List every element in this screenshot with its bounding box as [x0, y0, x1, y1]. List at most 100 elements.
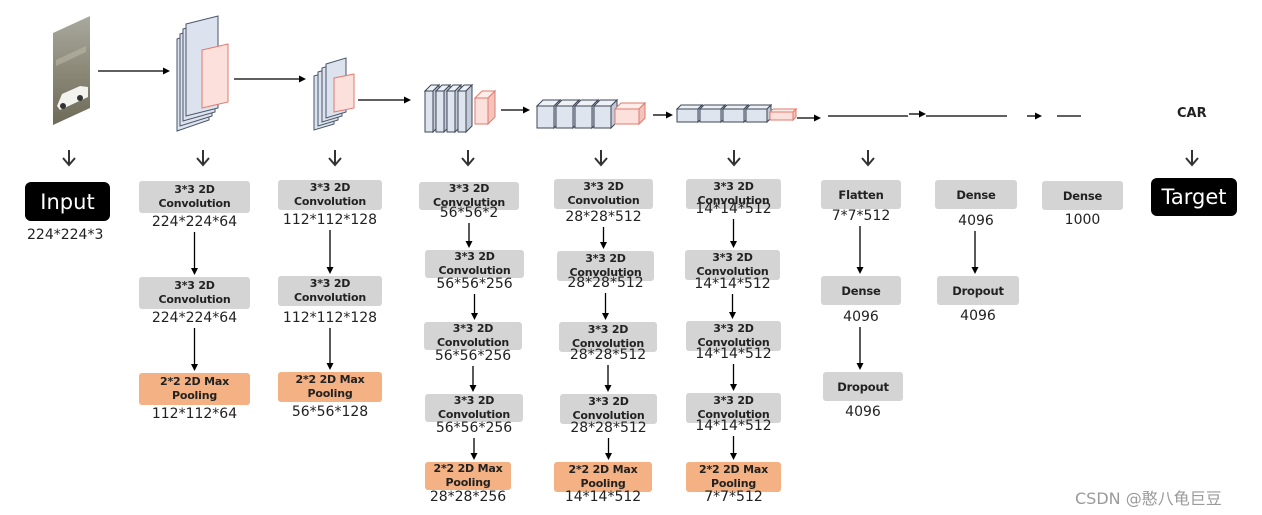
- pooled-feature-slab: [333, 73, 355, 113]
- feature-map-cube: [592, 98, 619, 130]
- down-arrow: [326, 230, 334, 274]
- output-shape: 112*112*64: [151, 406, 238, 422]
- input-dims: 224*224*3: [27, 227, 104, 243]
- pooled-feature-cube: [768, 107, 798, 122]
- convolution-layer: 3*3 2D Convolution: [278, 276, 382, 306]
- down-chevron-icon: [594, 150, 608, 167]
- feature-map-cube: [456, 83, 474, 134]
- convolution-layer: 3*3 2D Convolution: [278, 180, 382, 210]
- output-class-label: CAR: [1177, 106, 1207, 121]
- pooled-feature-cube: [613, 101, 647, 126]
- feature-map-stack: [176, 15, 1081, 134]
- dense-layer: Dense: [821, 276, 901, 305]
- output-shape: 112*112*128: [282, 212, 378, 228]
- output-shape: 56*56*2: [439, 205, 499, 221]
- output-shape: 28*28*256: [429, 489, 507, 505]
- flow-arrows: [62, 67, 1199, 460]
- output-shape: 112*112*128: [282, 310, 378, 326]
- down-chevron-icon: [62, 150, 76, 167]
- down-chevron-icon: [328, 150, 342, 167]
- down-arrow: [730, 436, 737, 460]
- max-pooling-layer: 2*2 2D Max Pooling: [278, 372, 382, 402]
- output-shape: 28*28*512: [569, 347, 647, 363]
- down-arrow: [600, 227, 607, 249]
- flow-arrow: [501, 106, 530, 114]
- convolution-layer: 3*3 2D Convolution: [686, 179, 781, 209]
- input-label: Input: [25, 182, 110, 221]
- convolution-layer: 3*3 2D Convolution: [686, 321, 781, 351]
- convolution-layer: 3*3 2D Convolution: [139, 277, 250, 309]
- flow-arrow: [653, 111, 673, 119]
- convolution-layer: 3*3 2D Convolution: [425, 394, 523, 422]
- dense-layer: Dense: [935, 180, 1017, 209]
- flow-arrow: [358, 96, 411, 104]
- output-shape: 7*7*512: [704, 489, 763, 505]
- convolution-layer: 3*3 2D Convolution: [560, 394, 657, 424]
- feature-map-cube: [698, 103, 727, 124]
- flow-arrow: [1027, 112, 1042, 120]
- dropout-layer: Dropout: [823, 372, 903, 401]
- output-shape: 224*224*64: [151, 310, 238, 326]
- down-chevron-icon: [861, 150, 875, 167]
- output-shape: 28*28*512: [570, 420, 647, 436]
- down-arrow: [191, 232, 198, 275]
- feature-map-cube: [721, 103, 750, 124]
- flow-arrow: [98, 67, 170, 75]
- output-shape: 7*7*512: [831, 208, 891, 224]
- down-chevron-icon: [196, 150, 210, 167]
- output-shape: 4096: [843, 309, 879, 325]
- output-shape: 224*224*64: [151, 214, 238, 230]
- dense-layer: Dense: [1042, 181, 1123, 210]
- down-arrow: [602, 293, 609, 320]
- watermark: CSDN @憨八龟巨豆: [1075, 489, 1222, 508]
- down-arrow: [729, 294, 736, 319]
- convolution-layer: 3*3 2D Convolution: [686, 393, 781, 423]
- down-chevron-icon: [461, 150, 475, 167]
- output-shape: 14*14*512: [564, 489, 642, 505]
- output-shape: 56*56*256: [436, 276, 513, 292]
- down-arrow: [856, 226, 864, 274]
- down-arrow: [730, 364, 737, 391]
- input-image: [53, 16, 90, 125]
- output-shape: 14*14*512: [695, 346, 772, 362]
- down-arrow: [470, 438, 478, 460]
- convolution-layer: 3*3 2D Convolution: [424, 322, 522, 350]
- flow-arrow: [909, 110, 926, 118]
- down-arrow: [471, 294, 478, 320]
- down-arrow: [971, 231, 979, 274]
- flow-arrow: [234, 75, 306, 83]
- feature-map-cube: [675, 103, 704, 124]
- max-pooling-layer: 2*2 2D Max Pooling: [686, 462, 781, 492]
- output-shape: 56*56*256: [435, 420, 513, 436]
- convolution-layer: 3*3 2D Convolution: [554, 179, 653, 209]
- output-shape: 1000: [1064, 212, 1101, 228]
- convolution-layer: 3*3 2D Convolution: [559, 322, 657, 352]
- output-shape: 4096: [958, 213, 994, 229]
- down-arrow: [191, 328, 198, 371]
- convolution-layer: 3*3 2D Convolution: [139, 181, 250, 213]
- down-arrow: [604, 365, 612, 392]
- output-shape: 4096: [960, 308, 996, 324]
- max-pooling-layer: 2*2 2D Max Pooling: [139, 373, 250, 405]
- down-arrow: [469, 366, 477, 392]
- down-arrow: [605, 438, 612, 460]
- flow-arrow: [797, 114, 821, 122]
- down-arrow: [326, 328, 334, 370]
- max-pooling-layer: 2*2 2D Max Pooling: [554, 462, 652, 492]
- flatten-layer: Flatten: [821, 180, 901, 209]
- convolution-layer: 3*3 2D Convolution: [425, 250, 524, 278]
- pooled-feature-cube: [473, 89, 497, 126]
- pooled-feature-slab: [201, 43, 229, 109]
- output-shape: 4096: [845, 404, 881, 420]
- dropout-layer: Dropout: [937, 276, 1019, 305]
- down-chevron-icon: [727, 150, 741, 167]
- target-label: Target: [1151, 178, 1237, 216]
- down-arrow: [730, 219, 737, 248]
- output-shape: 28*28*512: [567, 275, 644, 291]
- down-chevron-icon: [1185, 150, 1199, 167]
- output-shape: 56*56*128: [291, 404, 369, 420]
- max-pooling-layer: 2*2 2D Max Pooling: [425, 462, 511, 490]
- output-shape: 14*14*512: [695, 201, 772, 217]
